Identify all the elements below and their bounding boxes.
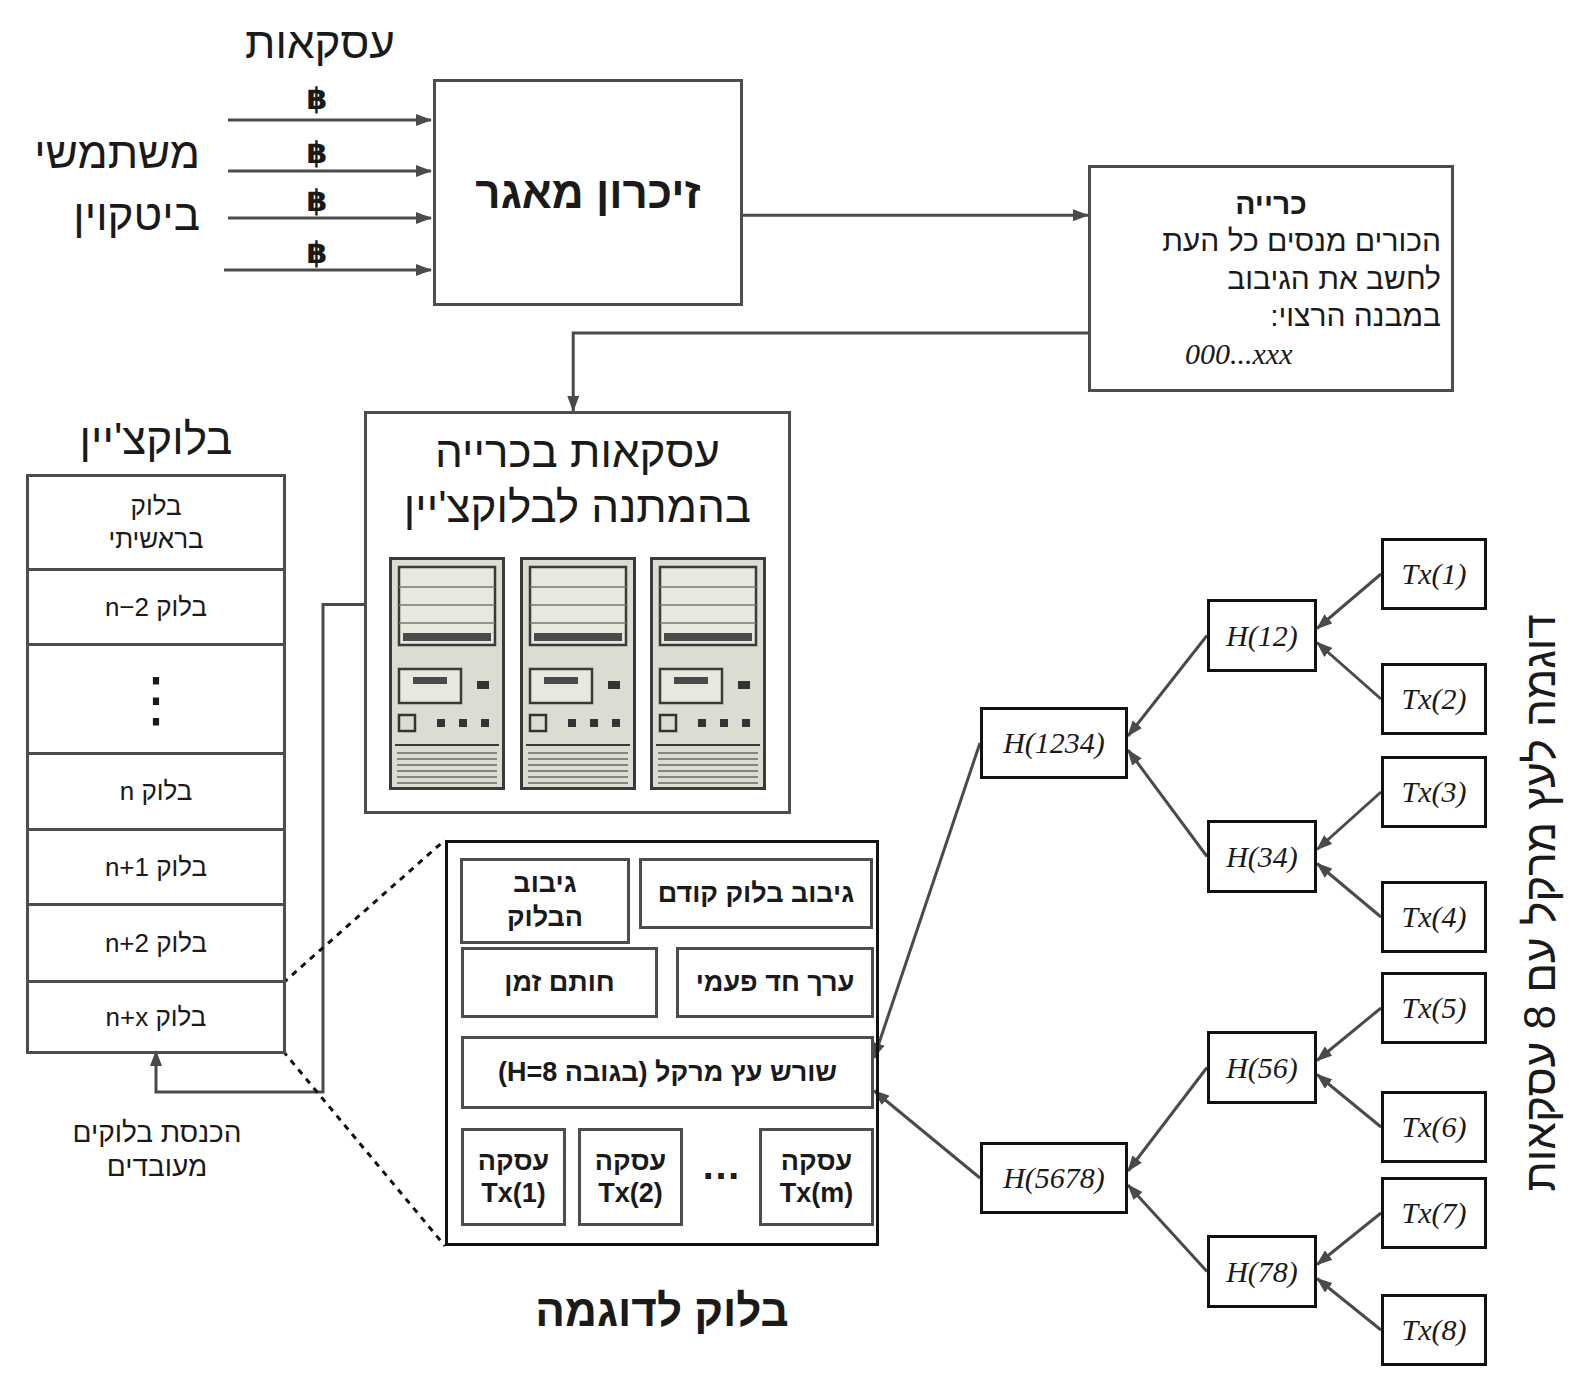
node-text: בלוק n+x <box>106 1001 207 1034</box>
transaction-box: Tx(7) <box>1381 1177 1487 1249</box>
node-text: ערך חד פעמי <box>696 966 855 1000</box>
connector-arrow <box>1317 643 1381 700</box>
node-text: Tx(3) <box>1402 773 1467 811</box>
connector-arrow <box>874 1091 980 1178</box>
connector-arrow <box>874 743 980 1058</box>
example-block: גיבוב בלוק קודם גיבוב הבלוק ערך חד פעמי חות… <box>445 840 879 1246</box>
node-text: Tx(8) <box>1402 1311 1467 1349</box>
node-text: גיבוב הבלוק <box>473 867 617 935</box>
field-box: חותם זמן <box>461 947 658 1018</box>
node-text: בלוק n <box>120 775 193 808</box>
connector-arrow <box>1317 1075 1381 1128</box>
bitcoin-symbol: ฿ <box>307 135 328 170</box>
connector-arrow <box>1317 574 1381 629</box>
tx-box: עסקה Tx(m) <box>759 1128 874 1226</box>
node-text: 000...xxx <box>1101 335 1441 373</box>
field-box: גיבוב בלוק קודם <box>639 858 873 929</box>
node-text: בלוק n−2 <box>105 591 207 624</box>
connector-arrow <box>1317 1279 1381 1331</box>
connector-arrow <box>1128 1068 1207 1172</box>
hash-box: H(34) <box>1207 820 1317 893</box>
node-text: Tx(7) <box>1402 1194 1467 1232</box>
connector-arrow <box>1317 792 1381 850</box>
transaction-box: Tx(1) <box>1381 538 1487 610</box>
node-text: H(12) <box>1226 617 1298 655</box>
computer-illustration <box>391 559 765 789</box>
node-text: עסקה Tx(m) <box>772 1145 861 1210</box>
node-text: בלוק בראשיתי <box>96 490 216 555</box>
node-text: H(1234) <box>1003 724 1105 762</box>
transaction-box: Tx(4) <box>1381 881 1487 953</box>
node-text: זיכרון מאגר <box>475 165 700 220</box>
node-text: Tx(2) <box>1402 680 1467 718</box>
hash-box: H(1234) <box>980 707 1128 779</box>
pending-box: עסקאות בכרייה בהמתנה לבלוקצ'יין <box>364 411 791 814</box>
block-row: בלוק n+2 <box>29 906 283 983</box>
block-row: בלוק n+1 <box>29 831 283 906</box>
node-text: H(78) <box>1226 1253 1298 1291</box>
node-text: ⋮ <box>126 669 186 729</box>
node-text: Tx(1) <box>1402 555 1467 593</box>
node-text: Tx(6) <box>1402 1108 1467 1146</box>
connector-arrow <box>1317 864 1381 918</box>
hash-box: H(12) <box>1207 599 1317 672</box>
bitcoin-symbol: ฿ <box>307 183 328 218</box>
connector-arrow <box>743 214 1088 217</box>
node-text: H(56) <box>1226 1049 1298 1087</box>
zoom-line <box>283 840 445 1246</box>
tx-box: עסקה Tx(2) <box>578 1128 683 1226</box>
connector-arrow <box>1317 1008 1381 1061</box>
block-row: בלוק n <box>29 755 283 831</box>
heading-text: בלוקצ'יין <box>80 411 233 466</box>
transaction-box: Tx(5) <box>1381 972 1487 1044</box>
transaction-box: Tx(3) <box>1381 756 1487 828</box>
bitcoin-symbol: ฿ <box>307 235 328 270</box>
connector-arrow <box>573 333 1088 411</box>
connector-arrow <box>1317 1213 1381 1265</box>
node-text: H(5678) <box>1003 1159 1105 1197</box>
field-box: גיבוב הבלוק <box>460 858 630 944</box>
node-text: כרייה <box>1101 185 1441 223</box>
users-label: משתמשי ביטקוין <box>5 122 200 246</box>
hash-box: H(5678) <box>980 1142 1128 1214</box>
hash-box: H(56) <box>1207 1031 1317 1104</box>
tx-box: עסקה Tx(1) <box>461 1128 566 1226</box>
node-text: בלוק n+2 <box>105 927 207 960</box>
node-text: עסקאות בכרייה בהמתנה לבלוקצ'יין <box>378 424 778 534</box>
note-label: הכנסת בלוקים מעובדים <box>42 1116 272 1183</box>
block-row: בלוק n+x <box>29 983 283 1051</box>
field-box: ערך חד פעמי <box>676 947 874 1018</box>
heading-label: עסקאות <box>245 18 395 68</box>
mempool-box: זיכרון מאגר <box>433 79 743 306</box>
block-row: בלוק n−2 <box>29 571 283 646</box>
connector-arrow <box>1128 750 1207 857</box>
node-text: H(34) <box>1226 838 1298 876</box>
heading-text: בלוק לדוגמה <box>535 1283 789 1338</box>
node-text: Tx(5) <box>1402 989 1467 1027</box>
node-text: עסקה Tx(1) <box>474 1145 553 1210</box>
transaction-box: Tx(2) <box>1381 663 1487 735</box>
node-text: עסקה Tx(2) <box>591 1145 670 1210</box>
connector-arrow <box>1128 636 1207 737</box>
node-text: שורש עץ מרקל (בגובה H=8) <box>498 1056 837 1090</box>
node-text: גיבוב בלוק קודם <box>658 877 854 911</box>
hash-box: H(78) <box>1207 1235 1317 1308</box>
node-text: הכורים מנסים כל העת לחשב את הגיבוב במבנה… <box>1141 222 1441 335</box>
node-text: חותם זמן <box>504 966 614 1000</box>
bitcoin-symbol: ฿ <box>307 81 328 116</box>
ellipsis-row: ⋮ <box>29 646 283 755</box>
node-text: בלוק n+1 <box>105 851 207 884</box>
connector-arrow <box>1128 1185 1207 1272</box>
mining-box: כרייההכורים מנסים כל העת לחשב את הגיבוב … <box>1088 165 1454 392</box>
tree-caption: דוגמה לעץ מרקל עם 8 עסקאות <box>1515 614 1565 1191</box>
transaction-box: Tx(6) <box>1381 1091 1487 1163</box>
user-arrows <box>224 120 431 270</box>
transaction-box: Tx(8) <box>1381 1294 1487 1366</box>
blockchain-column: בלוק בראשיתי בלוק n−2 ⋮ בלוק n בלוק n+1 בלוק … <box>26 474 286 1054</box>
merkle-root-box: שורש עץ מרקל (בגובה H=8) <box>461 1036 874 1109</box>
block-row: בלוק בראשיתי <box>29 477 283 571</box>
node-text: Tx(4) <box>1402 898 1467 936</box>
ellipsis-label: … <box>701 1143 741 1188</box>
